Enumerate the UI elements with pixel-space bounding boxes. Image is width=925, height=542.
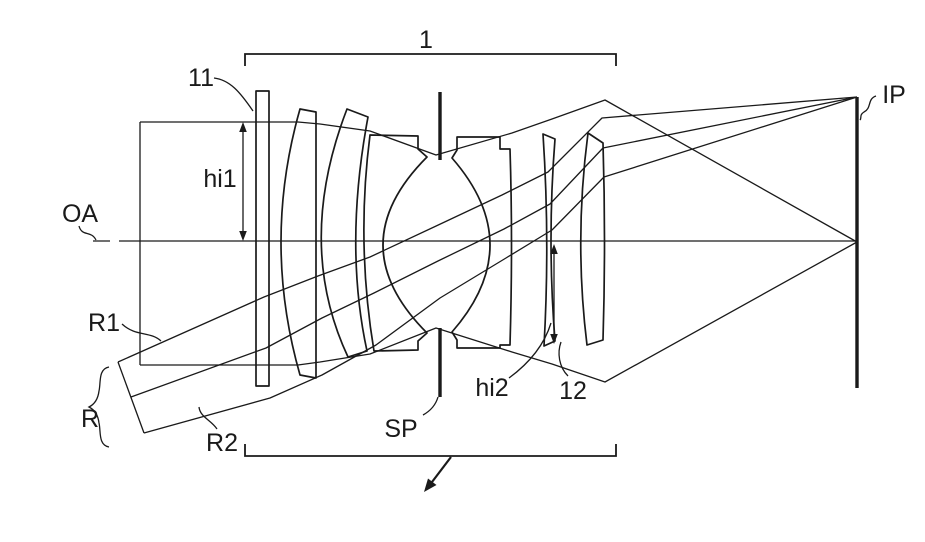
ray-traces	[117, 96, 858, 434]
label-element-11: 11	[188, 64, 214, 92]
leader-ip	[859, 95, 877, 121]
system-bracket-top	[244, 53, 617, 66]
label-r2: R2	[206, 429, 238, 457]
label-hi1: hi1	[203, 165, 236, 193]
movement-arrow	[424, 456, 452, 492]
movement-arrow-shaft	[431, 456, 452, 483]
ray-bundle-wavefront-line	[117, 361, 145, 434]
axial-marginal-ray-lower	[140, 241, 858, 383]
front-lens-group	[255, 90, 428, 387]
hi1-dimension-arrow	[239, 122, 247, 241]
leader-12	[558, 341, 569, 377]
lens-element-L1	[280, 108, 317, 379]
leader-r1	[121, 323, 162, 342]
leader-11	[213, 77, 254, 112]
system-bracket-bottom	[244, 444, 617, 457]
axial-marginal-ray-upper	[140, 99, 858, 243]
movement-arrow-head	[424, 478, 437, 492]
lens-element-L5	[542, 133, 556, 347]
hi2-arrowhead-up	[550, 244, 558, 254]
label-oa: OA	[62, 200, 98, 228]
label-sp: SP	[384, 415, 417, 443]
leader-oa	[78, 225, 97, 241]
brace-r	[87, 366, 110, 448]
lens-element-L4	[451, 136, 513, 349]
label-r: R	[81, 405, 99, 433]
leader-hi2	[508, 322, 552, 379]
cover-plate-element-11	[255, 90, 270, 387]
labels: 1 11 hi1 OA R1 R R2 SP hi2 12 IP	[62, 26, 906, 457]
oblique-ray-r1	[117, 96, 858, 363]
lens-element-L2	[320, 108, 369, 358]
label-element-12: 12	[559, 377, 587, 405]
lens-element-L3	[363, 134, 428, 352]
label-hi2: hi2	[475, 374, 508, 402]
leader-sp	[422, 396, 439, 416]
hi1-arrowhead-up	[239, 122, 247, 132]
hi2-dimension-arrow	[550, 244, 558, 344]
leader-r2	[198, 406, 218, 430]
label-ip: IP	[882, 81, 906, 109]
label-group-1: 1	[419, 26, 433, 54]
label-r1: R1	[88, 309, 120, 337]
oblique-ray-middle	[130, 96, 858, 398]
leader-lines	[78, 77, 877, 448]
lens-element-L6	[579, 132, 606, 346]
oblique-ray-r2	[143, 96, 858, 434]
hi1-arrowhead-down	[239, 231, 247, 241]
hi2-arrowhead-down	[550, 334, 558, 344]
